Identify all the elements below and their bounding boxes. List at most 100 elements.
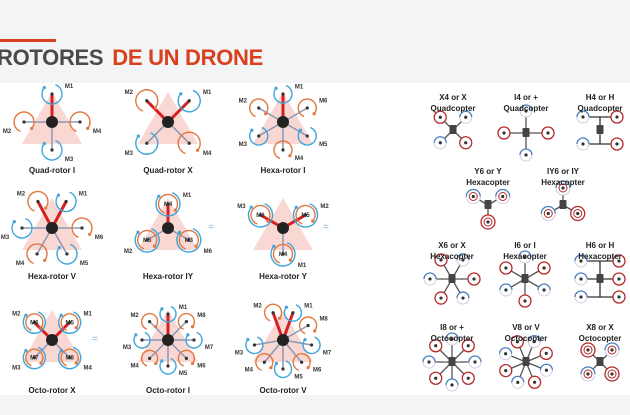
rotation-arc [467,278,481,286]
frame-hub [46,334,58,346]
arrowhead-icon [250,128,254,132]
arrowhead-icon [30,126,34,131]
rotation-arc [580,349,596,358]
rotation-arrow-icon [298,316,318,335]
motor-hub [271,311,275,315]
motor-hub [617,295,621,299]
motor-hub [542,266,546,270]
motor-label: M4 [16,261,25,267]
arrowhead-icon [154,361,158,366]
motor-hub [434,344,438,348]
arrowhead-icon [43,206,48,210]
flight-controller [484,200,492,209]
motor-hub [473,360,477,364]
arrowhead-icon [42,141,46,146]
motor-label: M6 [256,213,265,219]
motor-hub [524,153,528,157]
motor-hub [145,141,149,145]
rotation-arc [612,254,626,262]
diagram-caption: Quad-rotor I [28,166,76,175]
rotation-arrow-icon [135,132,159,155]
motor-label: M8 [319,316,328,322]
arrowhead-icon [266,219,270,223]
motor-label: M4 [245,368,254,374]
arrowhead-icon [43,258,47,263]
coaxial-ring [583,345,593,355]
flight-controller [559,200,567,209]
diagram-caption: Hexa-rotor I [260,166,306,175]
rotation-arrow-icon [295,204,316,225]
motor-hub [546,211,550,216]
rotation-arc [499,363,513,371]
rotation-arrow-icon [60,348,79,367]
rotation-arc [574,278,588,286]
arrowhead-icon [88,232,92,237]
motor-hub [68,320,72,324]
motor-hub [184,356,188,360]
motor-label: M2 [125,90,134,96]
motor-label: M3 [237,204,246,210]
rotation-arc [610,110,624,118]
equals-icon: = [323,222,329,233]
motor-label: M8 [197,313,206,319]
diagram-h6-or-h [574,254,626,304]
rotation-arc [445,378,459,386]
rotation-arc [541,132,555,140]
motor-hub [20,226,24,230]
rotation-arrow-icon [159,357,177,375]
diagram-h4-or-h [576,110,624,151]
motor-hub [472,277,476,281]
rotation-arc [433,117,447,124]
arrowhead-icon [154,325,158,329]
rotation-arc [518,294,532,302]
rotation-arc [604,366,620,375]
motor-hub [257,106,261,110]
rotation-arrow-icon [26,243,48,265]
motor-hub [78,120,82,124]
motor-hub [464,115,468,119]
arrowhead-icon [59,313,63,317]
config-type: Hexacopter [541,178,585,187]
rotation-arc [574,272,588,280]
motor-label: M8 [66,356,75,362]
arrowhead-icon [269,366,273,370]
rotation-arc [497,126,511,134]
rotation-arrow-icon [155,192,181,217]
rotation-arc [433,110,447,118]
config-name: X6 or X [438,241,466,250]
rotation-arc [537,283,551,291]
motor-hub [486,220,490,224]
motor-hub [427,360,431,364]
rotation-arrow-icon [283,304,303,322]
motor-hub [501,194,505,199]
motor-hub [471,194,475,199]
rotation-arc [540,213,556,221]
motor-label: M1 [304,304,313,310]
flight-controller [449,125,457,134]
motor-label: M5 [66,320,75,326]
rotation-arrow-icon [13,111,35,133]
diagram-caption: Quad-rotor X [143,166,193,175]
arrowhead-icon [249,205,253,209]
rotation-arrow-icon [185,331,203,349]
rotation-arc [499,353,513,361]
rotation-arrow-icon [60,313,79,331]
footer-band [0,395,630,415]
motor-hub [617,277,621,281]
motor-hub [523,299,527,303]
config-name: H4 or H [585,93,615,102]
rotation-arc [429,345,443,353]
rotation-arc [480,221,496,230]
coaxial-ring [573,209,583,218]
rotation-arc [612,260,626,268]
rotation-arrow-icon [177,349,196,367]
motor-label: M2 [130,313,139,319]
coaxial-ring [558,183,568,193]
coaxial-ring [607,369,617,379]
motor-label: M2 [12,312,21,318]
